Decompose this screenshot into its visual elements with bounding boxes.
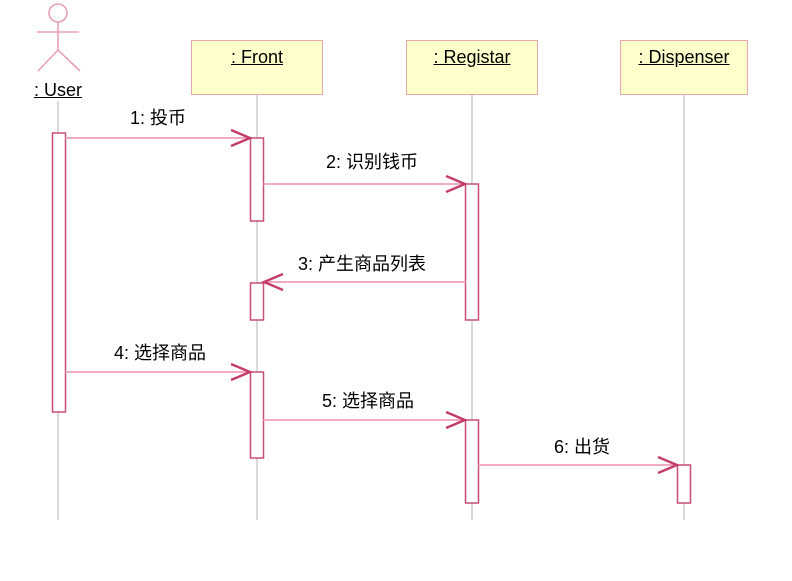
message-6-label: 6: 出货	[553, 437, 611, 457]
activation-registar-1	[464, 183, 480, 321]
message-1-arrowhead-icon	[230, 128, 254, 148]
actor-leg-left	[37, 49, 59, 72]
actor-leg-right	[57, 49, 81, 72]
message-2-label: 2: 识别钱币	[325, 152, 419, 172]
message-3-label: 3: 产生商品列表	[297, 254, 427, 274]
message-3-arrowhead-icon	[260, 272, 284, 292]
object-box-dispenser: : Dispenser	[620, 40, 748, 95]
message-6-arrowhead-icon	[657, 455, 681, 475]
activation-registar-2	[464, 419, 480, 504]
activation-front-3	[249, 371, 265, 459]
activation-dispenser	[676, 464, 692, 504]
activation-front-2	[249, 282, 265, 321]
message-5-label: 5: 选择商品	[321, 391, 415, 411]
actor-head	[48, 3, 68, 23]
object-box-front: : Front	[191, 40, 323, 95]
actor-user-icon	[37, 3, 81, 72]
activation-user	[51, 132, 67, 413]
object-name-front: : Front	[230, 47, 283, 67]
object-name-registar: : Registar	[433, 47, 511, 67]
message-2-arrowhead-icon	[445, 174, 469, 194]
message-1-label: 1: 投币	[129, 108, 187, 128]
object-name-dispenser: : Dispenser	[638, 47, 730, 67]
message-4-arrowhead-icon	[230, 362, 254, 382]
actor-user-label: : User	[33, 80, 83, 100]
object-box-registar: : Registar	[406, 40, 538, 95]
message-5-arrowhead-icon	[445, 410, 469, 430]
activation-front-1	[249, 137, 265, 222]
message-4-label: 4: 选择商品	[113, 343, 207, 363]
